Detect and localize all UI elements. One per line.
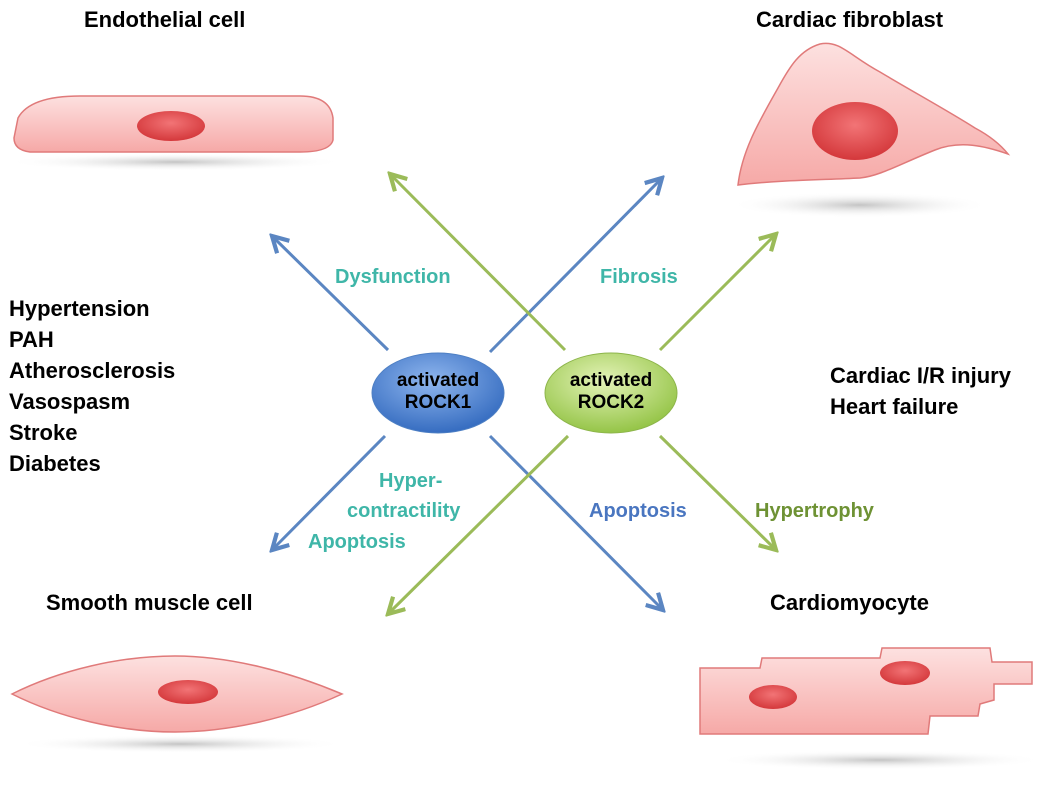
smooth-muscle-cell-shape (10, 655, 345, 753)
hypertrophy-label: Hypertrophy (755, 500, 874, 522)
rock2-to-endothelial-arrow (390, 174, 567, 352)
endothelial-cell-shape (5, 95, 345, 171)
cardiac-fibroblast-shape (730, 42, 1011, 218)
vascular-disease-list: Hypertension PAH Atherosclerosis Vasospa… (9, 293, 175, 479)
disease-item: Stroke (9, 420, 78, 445)
rock2-to-smooth-muscle-arrow (388, 434, 570, 614)
dysfunction-label: Dysfunction (335, 266, 451, 288)
apoptosis-cardiomyocyte-label: Apoptosis (589, 500, 687, 522)
smooth-muscle-cell-title: Smooth muscle cell (46, 590, 253, 615)
cardiomyocyte-shape (699, 647, 1045, 770)
rock2-label-line1: activated (569, 370, 653, 391)
rock1-to-smooth-muscle-arrow (272, 434, 387, 550)
fibrosis-label: Fibrosis (600, 266, 678, 288)
rock2-node (544, 352, 678, 434)
disease-item: Hypertension (9, 296, 150, 321)
disease-item: PAH (9, 327, 54, 352)
apoptosis-smooth-muscle-label: Apoptosis (308, 531, 406, 553)
rock2-to-cardiomyocyte-arrow (658, 434, 776, 550)
disease-item: Diabetes (9, 451, 101, 476)
hypercontractility-label-line1: Hyper- (379, 470, 443, 492)
rock2-to-fibroblast-arrow (658, 234, 776, 352)
rock1-label-line1: activated (396, 370, 480, 391)
disease-item: Vasospasm (9, 389, 131, 414)
rock2-label: activated ROCK2 (545, 370, 677, 414)
cardiac-disease-list: Cardiac I/R injury Heart failure (830, 360, 1011, 422)
rock1-to-endothelial-arrow (272, 236, 390, 352)
hypercontractility-label-line2: contractility (347, 500, 461, 522)
disease-item: Atherosclerosis (9, 358, 176, 383)
endothelial-cell-title: Endothelial cell (84, 7, 246, 32)
rock1-to-fibroblast-arrow (488, 178, 662, 354)
rock1-label: activated ROCK1 (372, 370, 504, 414)
disease-item: Cardiac I/R injury (830, 363, 1011, 388)
rock1-node (371, 352, 505, 434)
cardiomyocyte-title: Cardiomyocyte (770, 590, 929, 615)
disease-item: Heart failure (830, 394, 959, 419)
rock1-to-cardiomyocyte-arrow (488, 434, 663, 610)
cardiac-fibroblast-title: Cardiac fibroblast (756, 7, 944, 32)
rock2-label-line2: ROCK2 (577, 392, 645, 413)
rock1-label-line2: ROCK1 (404, 392, 472, 413)
